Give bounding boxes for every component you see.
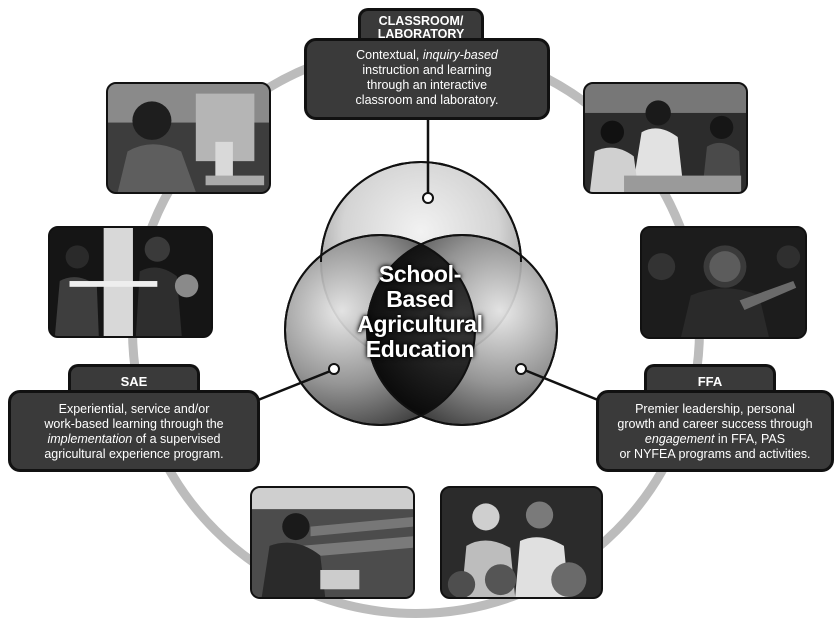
ffa-text-emphasis: engagement [644,432,715,446]
classroom-connector-dot [422,192,434,204]
classroom-box: Contextual, inquiry-based instruction an… [304,38,550,120]
sae-connector-dot [328,363,340,375]
ffa-box: Premier leadership, personal growth and … [596,390,834,472]
sae-text: agricultural experience program. [44,447,224,461]
classroom-text-emphasis: inquiry-based [422,48,498,62]
ffa-connector [521,367,599,402]
classroom-text: through an interactive [366,78,488,92]
ffa-text: Premier leadership, personal [635,402,795,416]
classroom-group-photo [583,82,748,194]
center-title-line: School- [378,261,462,287]
diagram: School- Based Agricultural Education CLA… [8,8,834,618]
venn-diagram [257,118,599,426]
classroom-text: classroom and laboratory. [355,93,499,107]
sae-box: Experiential, service and/or work-based … [8,390,260,472]
plant-inspection-photo [440,486,603,599]
center-title-line: Based [386,286,454,312]
classroom-tab: CLASSROOM/ LABORATORY [358,8,484,42]
ffa-speaker-photo [640,226,807,339]
sae-connector [257,368,334,402]
ffa-title: FFA [697,374,723,389]
classroom-title-line: CLASSROOM/ [378,14,464,28]
classroom-title-line: LABORATORY [377,27,465,41]
center-title-line: Agricultural [357,311,483,337]
center-title-line: Education [365,336,475,362]
sae-text-emphasis: implementation [47,432,133,446]
lab-measurement-photo [48,226,213,338]
sae-text: of a supervised [132,432,221,446]
sae-text: work-based learning through the [44,417,224,431]
classroom-text: Contextual, [356,48,423,62]
microscope-students-photo [106,82,271,194]
sae-title: SAE [120,374,148,389]
ffa-text: in FFA, PAS [714,432,786,446]
center-title: School- Based Agricultural Education [332,262,508,362]
ffa-connector-dot [515,363,527,375]
ffa-text: or NYFEA programs and activities. [619,447,811,461]
field-laptop-photo [250,486,415,599]
ffa-tab: FFA [644,364,776,394]
sae-text: Experiential, service and/or [58,402,210,416]
classroom-text: instruction and learning [362,63,492,77]
ffa-text: growth and career success through [617,417,813,431]
sae-tab: SAE [68,364,200,394]
